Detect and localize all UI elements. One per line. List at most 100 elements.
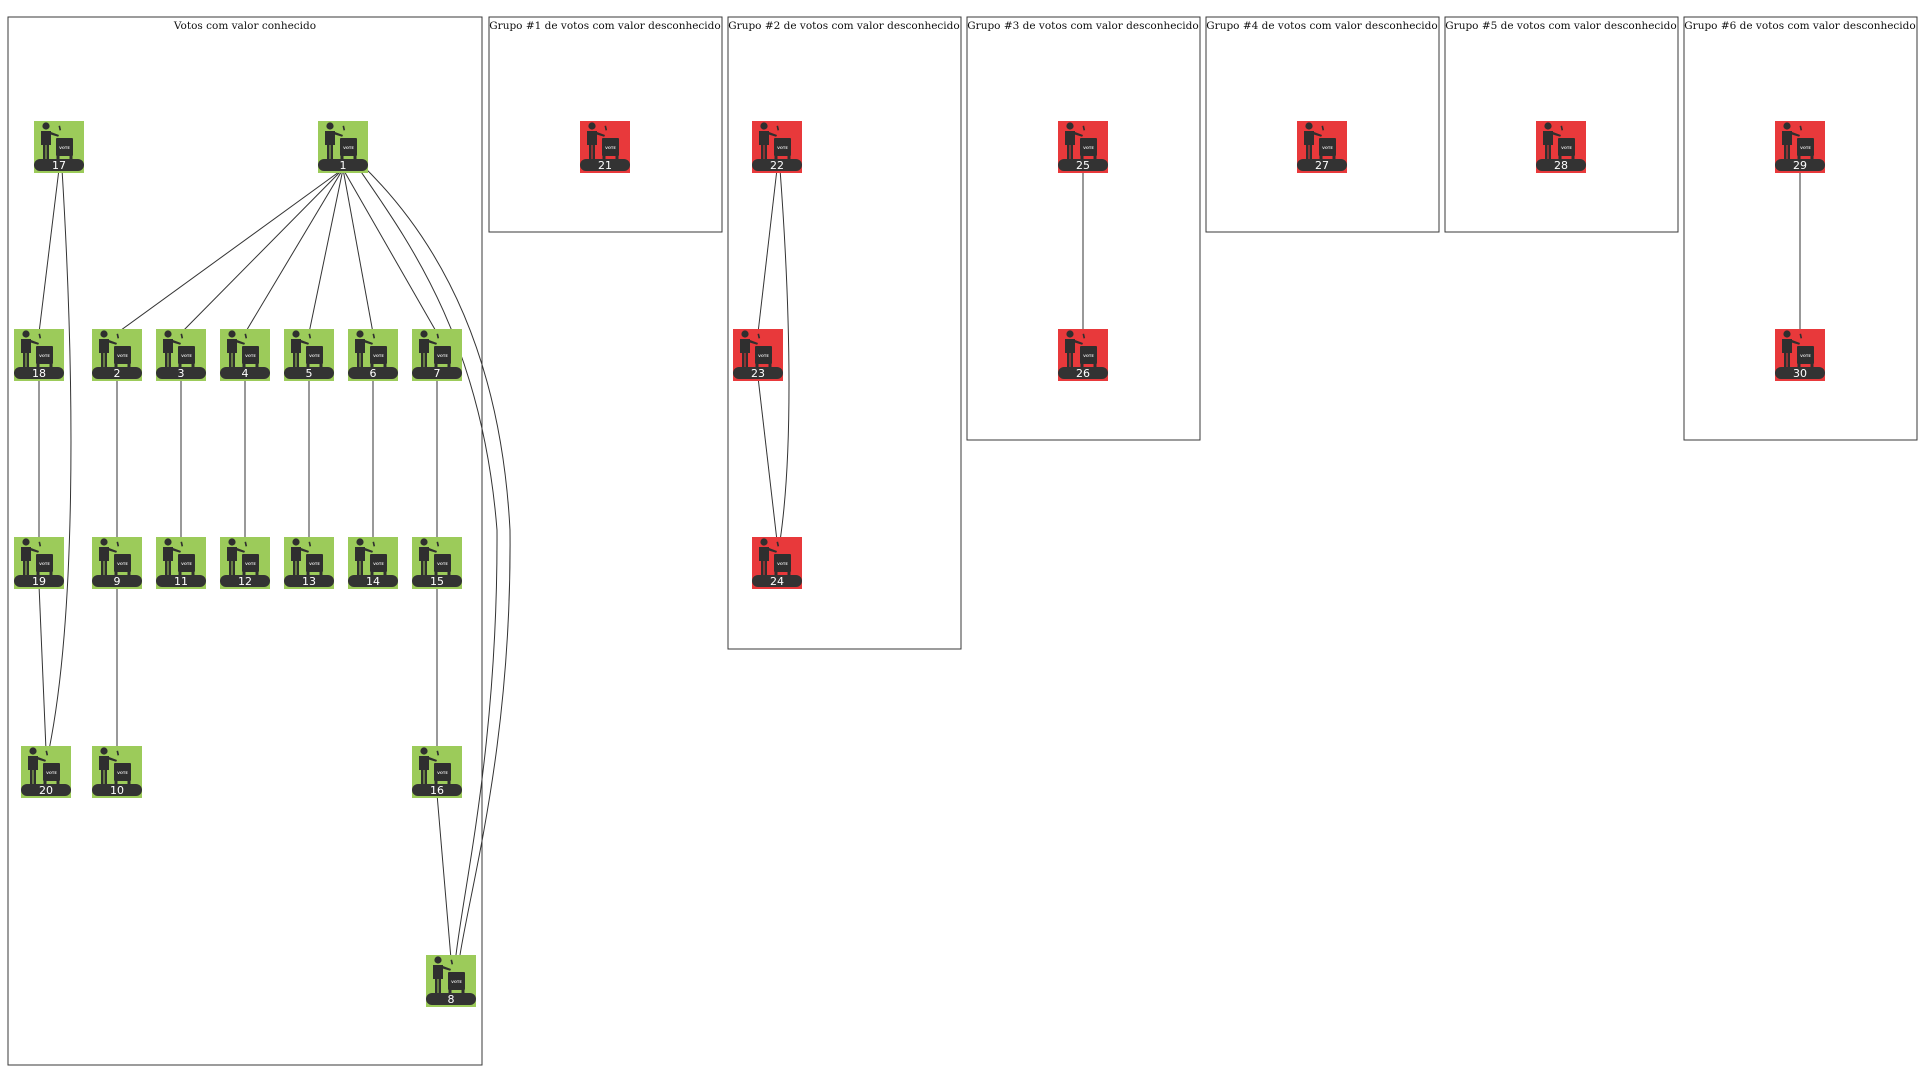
ballot-box-label: VOTE [777,562,788,566]
ballot-box-label: VOTE [39,562,50,566]
ballot-box-label: VOTE [39,354,50,358]
voter-node-1: VOTE 1 [318,121,368,173]
edge-17-20 [48,168,72,751]
voter-ballot-box-icon: VOTE [291,330,323,368]
voter-ballot-box-icon: VOTE [227,330,259,368]
voter-ballot-box-icon: VOTE [1782,330,1814,368]
voter-ballot-box-icon: VOTE [21,330,53,368]
ballot-box-label: VOTE [46,771,57,775]
edge-19-20 [38,584,47,751]
voter-node-label-bar [220,367,270,379]
ballot-box-label: VOTE [758,354,769,358]
voter-ballot-box-icon: VOTE [291,538,323,576]
voter-node-label: 1 [340,159,347,172]
voter-node-label: 7 [434,367,441,380]
voter-node-label-bar [1775,367,1825,379]
voter-ballot-box-icon: VOTE [1304,122,1336,160]
voter-node-label: 9 [114,575,121,588]
voter-node-label-bar [92,367,142,379]
edges-layer [38,162,1801,960]
voter-node-label-bar [426,993,476,1005]
voter-node-label: 10 [110,784,124,797]
voter-node-label: 21 [598,159,612,172]
ballot-box-label: VOTE [437,354,448,358]
voter-node-label-bar [1297,159,1347,171]
voter-node-label-bar [1536,159,1586,171]
voter-node-label: 2 [114,367,121,380]
voter-node-label: 29 [1793,159,1807,172]
voter-node-label-bar [1775,159,1825,171]
edge-22-24 [779,168,790,542]
cluster-group-1: Grupo #1 de votos com valor desconhecido [488,16,723,233]
voter-ballot-box-icon: VOTE [587,122,619,160]
voter-ballot-box-icon: VOTE [325,122,357,160]
voter-node-label-bar [156,575,206,587]
cluster-title-group-5: Grupo #5 de votos com valor desconhecido [1445,20,1676,32]
voter-ballot-box-icon: VOTE [419,747,451,785]
ballot-box-label: VOTE [437,562,448,566]
voter-node-label-bar [1058,367,1108,379]
ballot-box-label: VOTE [309,354,320,358]
voter-ballot-box-icon: VOTE [433,956,465,994]
voter-node-label-bar [284,367,334,379]
voter-node-label: 23 [751,367,765,380]
voter-ballot-box-icon: VOTE [163,330,195,368]
voter-node-label: 20 [39,784,53,797]
voter-node-label-bar [752,159,802,171]
voter-ballot-box-icon: VOTE [21,538,53,576]
cluster-title-group-4: Grupo #4 de votos com valor desconhecido [1206,20,1437,32]
voter-ballot-box-icon: VOTE [759,538,791,576]
voter-node-label-bar [733,367,783,379]
voter-node-label: 13 [302,575,316,588]
edge-1-7 [342,168,438,334]
ballot-box-label: VOTE [1800,354,1811,358]
ballot-box-label: VOTE [117,354,128,358]
voter-node-label: 16 [430,784,444,797]
voter-node-label-bar [34,159,84,171]
voter-ballot-box-icon: VOTE [1543,122,1575,160]
edge-1-6 [342,168,374,334]
voter-ballot-box-icon: VOTE [41,122,73,160]
voter-node-21: VOTE 21 [580,121,630,173]
ballot-box-label: VOTE [343,146,354,150]
voter-node-label: 19 [32,575,46,588]
edge-1-5 [308,168,344,334]
voter-node-label-bar [580,159,630,171]
voter-node-label-bar [348,367,398,379]
voter-node-label: 14 [366,575,380,588]
voter-node-label: 26 [1076,367,1090,380]
voter-node-label: 24 [770,575,784,588]
ballot-box-label: VOTE [373,354,384,358]
nodes-layer: VOTE1VOTE2VOTE3VOTE4VOTE5VOTE6VOTE7VOTE8… [14,121,1825,1007]
voter-node-label-bar [92,575,142,587]
ballot-box-label: VOTE [605,146,616,150]
cluster-title-known: Votos com valor conhecido [173,20,316,32]
cluster-group-5: Grupo #5 de votos com valor desconhecido [1444,16,1679,233]
cluster-title-group-2: Grupo #2 de votos com valor desconhecido [728,20,959,32]
voter-node-19: VOTE 19 [14,537,64,589]
voter-node-24: VOTE 24 [752,537,802,589]
ballot-box-label: VOTE [1083,146,1094,150]
ballot-box-label: VOTE [1800,146,1811,150]
voter-node-label-bar [156,367,206,379]
ballot-box-label: VOTE [1083,354,1094,358]
voter-node-label-bar [284,575,334,587]
edge-1-8 [356,165,498,956]
voter-node-20: VOTE 20 [21,746,71,798]
voter-ballot-box-icon: VOTE [227,538,259,576]
voter-node-label-bar [92,784,142,796]
